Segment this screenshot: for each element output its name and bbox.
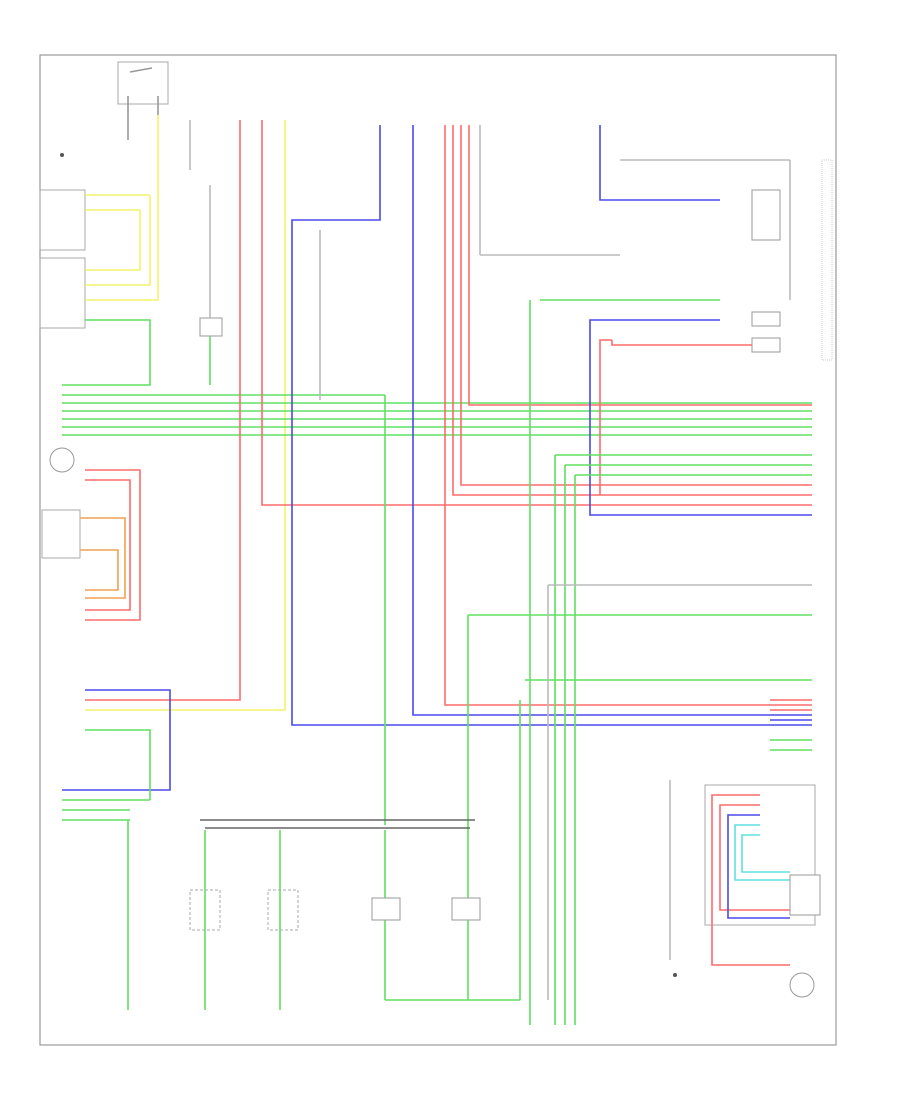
right-lower-module <box>704 784 816 966</box>
top-left-switch <box>117 61 169 140</box>
gray-wires <box>189 120 812 1000</box>
mid-sensor <box>199 317 223 337</box>
red-wires-main <box>85 120 812 706</box>
junction-dot <box>60 153 64 157</box>
left-column-connector-1 <box>39 189 86 251</box>
yellow-wires <box>85 115 286 711</box>
green-wires-vertical <box>62 299 812 1025</box>
right-lower-motor <box>789 972 815 998</box>
orange-wires <box>80 517 126 599</box>
right-lower-box <box>789 874 821 916</box>
bottom-component-1 <box>189 889 221 931</box>
green-wires-left <box>62 319 812 436</box>
relay-right-1 <box>751 311 781 327</box>
junction-dot-2 <box>673 973 677 977</box>
bottom-component-4 <box>451 897 481 921</box>
left-column-connector-2 <box>39 257 86 329</box>
red-wires-left <box>85 469 141 621</box>
red-wire-relay <box>611 340 752 346</box>
relay-right-2 <box>751 337 781 353</box>
relay-top-right <box>751 189 781 241</box>
bottom-component-3 <box>371 897 401 921</box>
left-actuator-box <box>41 509 81 559</box>
connector-pins-right <box>770 699 812 751</box>
left-motor <box>49 447 75 473</box>
right-ruler-strip <box>821 159 833 361</box>
diagram-frame <box>39 54 837 1046</box>
bottom-component-2 <box>267 889 299 931</box>
blue-wires <box>62 125 812 791</box>
